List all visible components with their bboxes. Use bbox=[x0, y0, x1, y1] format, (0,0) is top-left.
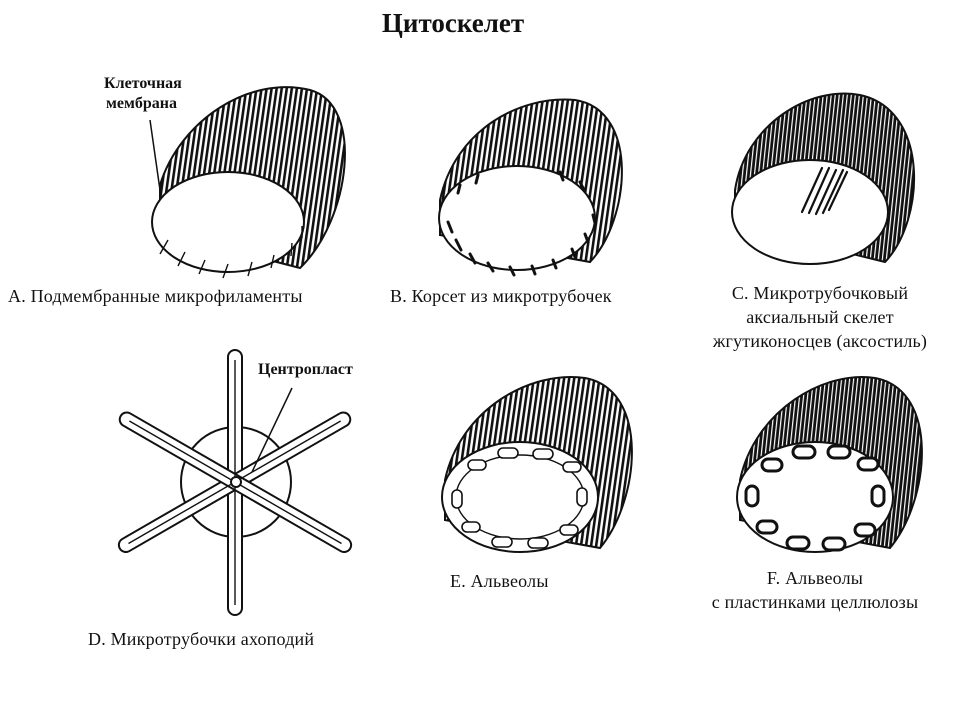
figure-a-cylinder bbox=[149, 86, 346, 279]
figure-f-cylinder bbox=[736, 376, 923, 553]
caption-b: B. Корсет из микротрубочек bbox=[390, 286, 612, 306]
caption-c-line2: аксиальный скелет bbox=[746, 307, 894, 327]
figure-c-cylinder bbox=[731, 92, 916, 265]
caption-d: D. Микротрубочки ахоподий bbox=[88, 629, 315, 649]
caption-f-line2: с пластинками целлюлозы bbox=[711, 592, 919, 612]
caption-a: A. Подмембранные микрофиламенты bbox=[8, 286, 303, 306]
figure-d-axopodia bbox=[117, 349, 353, 616]
centroplast-label: Центропласт bbox=[258, 361, 353, 378]
caption-e: E. Альвеолы bbox=[450, 571, 549, 591]
page-title: Цитоскелет bbox=[381, 8, 525, 38]
membrane-label-line2: мембрана bbox=[106, 95, 178, 112]
caption-f-line1: F. Альвеолы bbox=[766, 568, 864, 588]
figure-b-cylinder bbox=[438, 98, 623, 277]
caption-c-line3: жгутиконосцев (аксостиль) bbox=[712, 331, 928, 351]
caption-c-line1: C. Микротрубочковый bbox=[731, 283, 909, 303]
figure-e-cylinder bbox=[441, 376, 633, 553]
membrane-label-line1: Клеточная bbox=[104, 75, 182, 92]
